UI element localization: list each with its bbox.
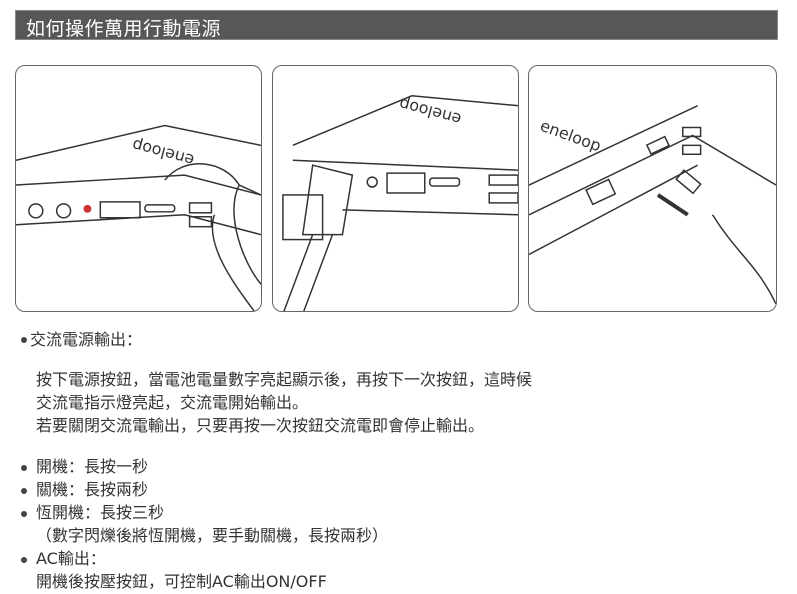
list-item-note: 開機後按壓按鈕，可控制AC輸出ON/OFF xyxy=(36,572,327,591)
image-plug-ac: eneloop xyxy=(272,65,519,312)
paragraph-line: 若要關閉交流電輸出，只要再按一次按鈕交流電即會停止輸出。 xyxy=(36,416,485,435)
bullet-icon xyxy=(21,465,27,471)
image-plug-usb: eneloop xyxy=(528,65,777,312)
list-item: AC輸出： xyxy=(36,549,106,568)
bullet-icon xyxy=(21,337,27,343)
paragraph-line: 交流電指示燈亮起，交流電開始輸出。 xyxy=(36,393,309,412)
list-item: 恆開機：長按三秒 xyxy=(36,503,165,522)
section-header: 如何操作萬用行動電源 xyxy=(15,10,778,40)
bullet-icon xyxy=(21,511,27,517)
section-heading: 交流電源輸出： xyxy=(30,330,143,349)
page-title: 如何操作萬用行動電源 xyxy=(26,18,222,40)
svg-text:eneloop: eneloop xyxy=(130,135,196,170)
paragraph-line: 按下電源按鈕，當電池電量數字亮起顯示後，再按下一次按鈕，這時候 xyxy=(36,370,533,389)
list-item-note: （數字閃爍後將恆開機，要手動關機，長按兩秒） xyxy=(36,526,389,545)
bullet-icon xyxy=(21,488,27,494)
image-press-button: eneloop xyxy=(15,65,262,312)
svg-text:eneloop: eneloop xyxy=(538,116,604,156)
bullet-icon xyxy=(21,557,27,563)
list-item: 關機：長按兩秒 xyxy=(36,480,149,499)
list-item: 開機：長按一秒 xyxy=(36,457,149,476)
